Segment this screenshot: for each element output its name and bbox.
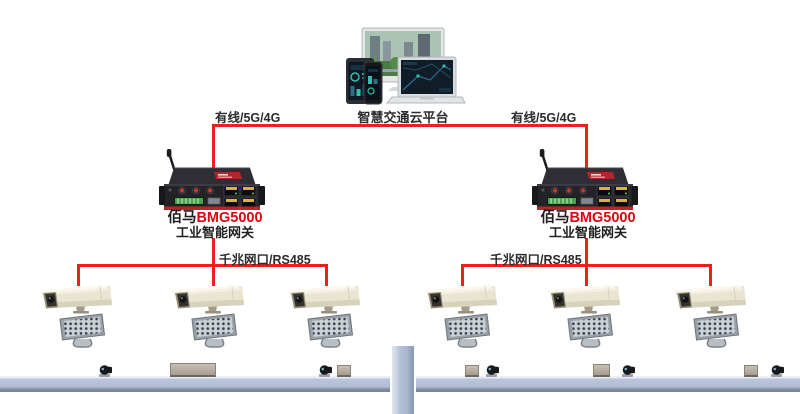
road-horizontal-left: [0, 376, 390, 392]
lan-bus-left: [77, 264, 328, 267]
roadside-cabinet-1: [170, 363, 216, 377]
roadside-camera-5: [769, 363, 787, 383]
roadside-camera-4: [620, 363, 638, 383]
laptop-icon: [385, 56, 466, 104]
floodlight-4: [443, 312, 491, 355]
roadside-box-3: [465, 365, 479, 377]
wan-line-horizontal: [212, 124, 588, 127]
wan-label-right: 有线/5G/4G: [511, 111, 577, 125]
gateway-left-label: 佰马BMG5000 工业智能网关: [148, 211, 282, 240]
gateway-right-product: 工业智能网关: [548, 225, 627, 240]
gateway-left: [156, 147, 268, 219]
roadside-camera-2: [317, 363, 335, 383]
floodlight-3: [306, 312, 354, 355]
gateway-right-name: 佰马BMG5000: [540, 210, 636, 226]
wan-line-drop-right: [585, 124, 588, 170]
phone-icon: [363, 61, 383, 105]
floodlight-5: [566, 312, 614, 355]
roadside-camera-3: [484, 363, 502, 383]
roadside-camera-1: [97, 363, 115, 383]
cloud-platform-devices: [340, 20, 466, 108]
floodlight-2: [190, 312, 238, 355]
gateway-right-downlink: [585, 238, 588, 286]
lan-label-right: 千兆网口/RS485: [490, 253, 582, 267]
roadside-box-5: [744, 365, 758, 377]
road-horizontal-right: [416, 376, 800, 392]
lan-bus-right: [461, 264, 712, 267]
lan-drop-left-1: [77, 264, 80, 286]
road-vertical: [390, 346, 416, 414]
roadside-box-4: [593, 364, 610, 377]
floodlight-6: [692, 312, 740, 355]
wan-line-drop-left: [212, 124, 215, 170]
gateway-left-downlink: [212, 238, 215, 286]
gateway-right-label: 佰马BMG5000 工业智能网关: [521, 211, 655, 240]
lan-drop-right-3: [709, 264, 712, 286]
gateway-right: [529, 147, 641, 219]
gateway-left-product: 工业智能网关: [175, 225, 254, 240]
lan-drop-right-1: [461, 264, 464, 286]
wan-label-left: 有线/5G/4G: [215, 111, 281, 125]
gateway-left-name: 佰马BMG5000: [167, 210, 263, 226]
lan-label-left: 千兆网口/RS485: [219, 253, 311, 267]
roadside-box-2: [337, 365, 351, 377]
floodlight-1: [58, 312, 106, 355]
cloud-platform-label: 智慧交通云平台: [357, 110, 449, 125]
lan-drop-left-3: [325, 264, 328, 286]
